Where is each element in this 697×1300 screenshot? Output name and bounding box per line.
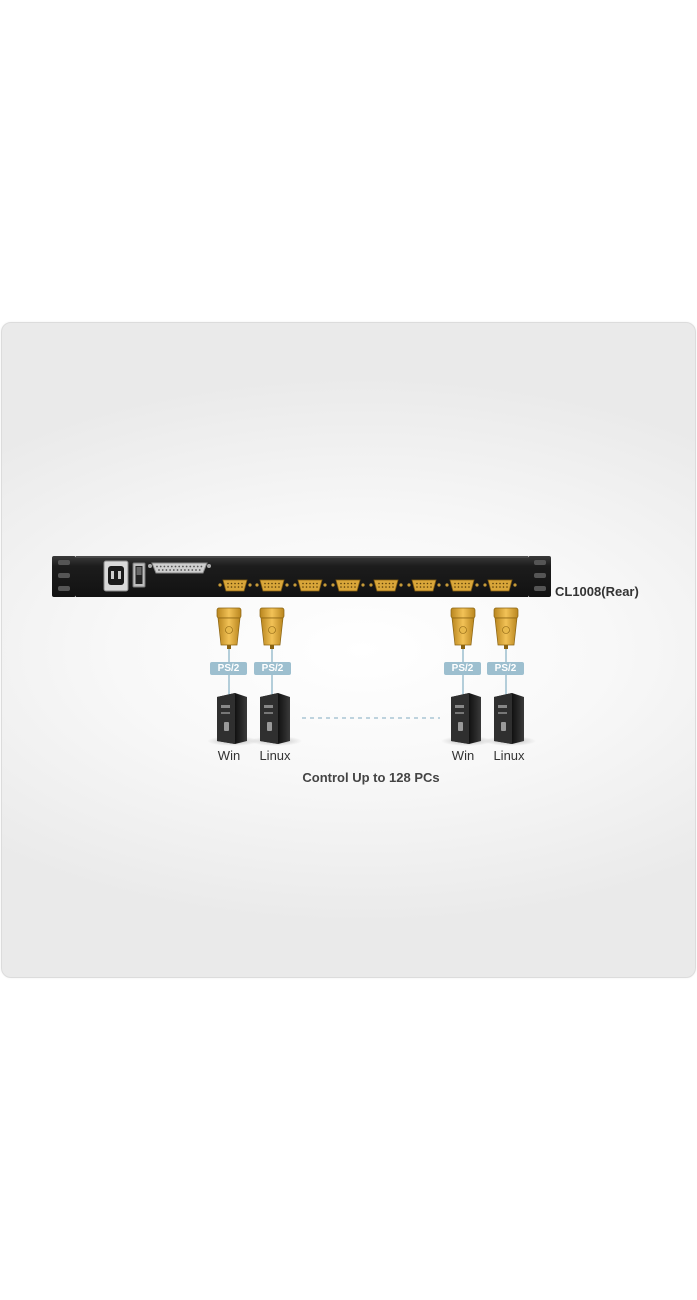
kvm-cable-connector-icon — [216, 607, 242, 649]
os-label: Linux — [493, 748, 525, 763]
diagram-panel — [1, 322, 696, 978]
console-ports — [218, 579, 517, 592]
db25-port-icon — [148, 562, 211, 574]
vga-port-icon — [255, 579, 289, 592]
device-label: CL1008(Rear) — [555, 584, 639, 599]
os-label: Linux — [259, 748, 291, 763]
vga-port-icon — [445, 579, 479, 592]
vga-port-icon — [293, 579, 327, 592]
power-switch-icon — [132, 562, 146, 588]
ps2-badge: PS/2 — [444, 662, 481, 675]
power-inlet-icon — [103, 560, 129, 592]
vga-port-icon — [483, 579, 517, 592]
ps2-badge: PS/2 — [210, 662, 247, 675]
ps2-badge: PS/2 — [254, 662, 291, 675]
ps2-badge: PS/2 — [487, 662, 524, 675]
kvm-cables — [216, 607, 519, 695]
vga-port-icon — [218, 579, 252, 592]
vga-port-icon — [369, 579, 403, 592]
os-label: Win — [451, 748, 475, 763]
kvm-cable-connector-icon — [259, 607, 285, 649]
kvm-rear-panel — [52, 556, 551, 597]
kvm-cable-connector-icon — [450, 607, 476, 649]
os-label: Win — [217, 748, 241, 763]
vga-port-icon — [407, 579, 441, 592]
diagram-caption: Control Up to 128 PCs — [302, 770, 440, 785]
pc-tower-icon — [441, 693, 493, 746]
pc-towers — [207, 693, 536, 746]
pc-tower-icon — [484, 693, 536, 746]
kvm-cable-connector-icon — [493, 607, 519, 649]
vga-port-icon — [331, 579, 365, 592]
pc-tower-icon — [207, 693, 259, 746]
pc-tower-icon — [250, 693, 302, 746]
